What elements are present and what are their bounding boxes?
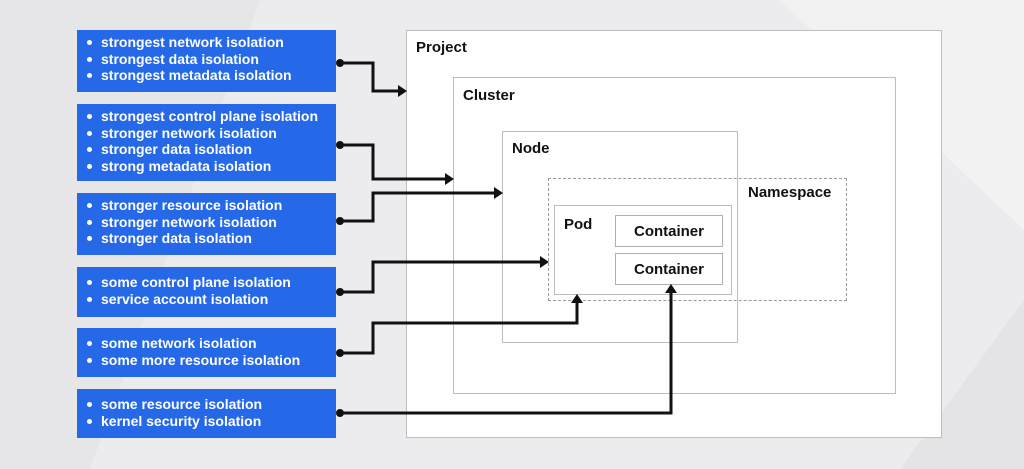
- isolation-item: kernel security isolation: [87, 413, 328, 430]
- namespace-label: Namespace: [748, 184, 832, 201]
- connector-pod-arrow: [571, 294, 583, 303]
- connector-project-start: [336, 59, 344, 67]
- connector-node-start: [336, 217, 344, 225]
- isolation-group-project: strongest network isolation strongest da…: [77, 30, 336, 92]
- container-box-2: Container: [615, 253, 723, 285]
- connector-cluster-start: [336, 141, 344, 149]
- isolation-item: stronger data isolation: [87, 141, 328, 158]
- connector-namespace-arrow: [540, 256, 549, 268]
- connector-namespace: [338, 260, 546, 294]
- connector-pod: [338, 297, 579, 355]
- isolation-item: some more resource isolation: [87, 352, 328, 369]
- namespace-box: [548, 178, 847, 301]
- connector-pod-start: [336, 349, 344, 357]
- isolation-item: strong metadata isolation: [87, 158, 328, 175]
- isolation-group-pod: some network isolation some more resourc…: [77, 328, 336, 377]
- isolation-item: some control plane isolation: [87, 274, 328, 291]
- isolation-item: strongest metadata isolation: [87, 67, 328, 84]
- isolation-group-namespace: some control plane isolation service acc…: [77, 267, 336, 317]
- pod-label: Pod: [564, 216, 593, 233]
- container-box-1: Container: [615, 215, 723, 247]
- connector-node-arrow: [494, 187, 503, 199]
- connector-project-arrow: [398, 85, 407, 97]
- connector-container-arrow: [665, 284, 677, 293]
- isolation-item: stronger data isolation: [87, 230, 328, 247]
- isolation-group-node: stronger resource isolation stronger net…: [77, 193, 336, 255]
- connector-cluster-arrow: [445, 173, 454, 185]
- project-label: Project: [416, 39, 467, 56]
- node-label: Node: [512, 140, 550, 157]
- connector-project: [338, 61, 404, 93]
- isolation-item: some network isolation: [87, 335, 328, 352]
- isolation-group-container: some resource isolation kernel security …: [77, 389, 336, 438]
- connector-cluster: [338, 143, 451, 181]
- isolation-group-cluster: strongest control plane isolation strong…: [77, 104, 336, 181]
- isolation-item: service account isolation: [87, 291, 328, 308]
- isolation-item: some resource isolation: [87, 396, 328, 413]
- isolation-item: strongest control plane isolation: [87, 108, 328, 125]
- isolation-item: stronger network isolation: [87, 125, 328, 142]
- isolation-item: strongest network isolation: [87, 34, 328, 51]
- isolation-item: strongest data isolation: [87, 51, 328, 68]
- isolation-item: stronger resource isolation: [87, 197, 328, 214]
- isolation-item: stronger network isolation: [87, 214, 328, 231]
- cluster-label: Cluster: [463, 87, 515, 104]
- connector-node: [338, 191, 500, 223]
- connector-container: [338, 287, 673, 415]
- connector-namespace-start: [336, 288, 344, 296]
- connector-container-start: [336, 409, 344, 417]
